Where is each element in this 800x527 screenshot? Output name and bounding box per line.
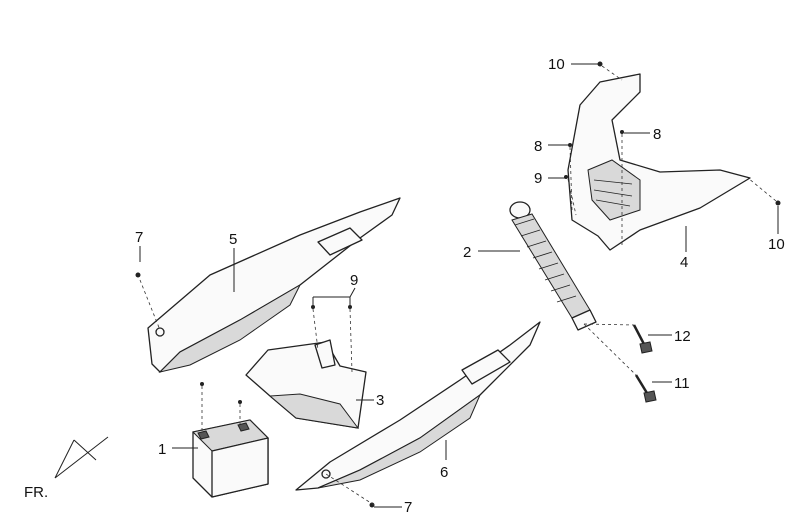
front-label: FR. xyxy=(24,484,48,501)
rear-tail-cover-part xyxy=(567,73,751,251)
callout-4: 4 xyxy=(680,254,688,271)
callout-9-left: 9 xyxy=(350,272,358,289)
callout-10-right: 10 xyxy=(768,236,785,253)
rear-shock-absorber-part xyxy=(509,201,597,331)
callout-2: 2 xyxy=(463,244,471,261)
screw-markers xyxy=(135,61,781,508)
callout-8-left: 8 xyxy=(534,138,542,155)
front-direction-indicator: FR. xyxy=(24,436,109,501)
callout-12: 12 xyxy=(674,328,691,345)
callout-9-right: 9 xyxy=(534,170,542,187)
assembly-lines xyxy=(139,65,777,506)
callout-11: 11 xyxy=(674,375,690,392)
callout-8-right: 8 xyxy=(653,126,661,143)
battery-cover-part xyxy=(245,339,367,429)
callout-1: 1 xyxy=(158,441,166,458)
callout-5: 5 xyxy=(229,231,237,248)
callout-3: 3 xyxy=(376,392,384,409)
leader-lines xyxy=(139,63,779,508)
callout-10-top: 10 xyxy=(548,56,565,73)
bolt-11 xyxy=(634,374,657,403)
callout-6: 6 xyxy=(440,464,448,481)
right-side-cover-part xyxy=(295,321,541,491)
callout-7-top: 7 xyxy=(135,229,143,246)
callout-7-bottom: 7 xyxy=(404,499,412,516)
left-side-cover-part xyxy=(147,197,401,373)
battery-part xyxy=(191,382,269,498)
callouts: 1 2 3 4 5 6 7 7 8 8 9 9 10 10 11 12 xyxy=(135,56,785,516)
bolt-12 xyxy=(632,324,653,354)
